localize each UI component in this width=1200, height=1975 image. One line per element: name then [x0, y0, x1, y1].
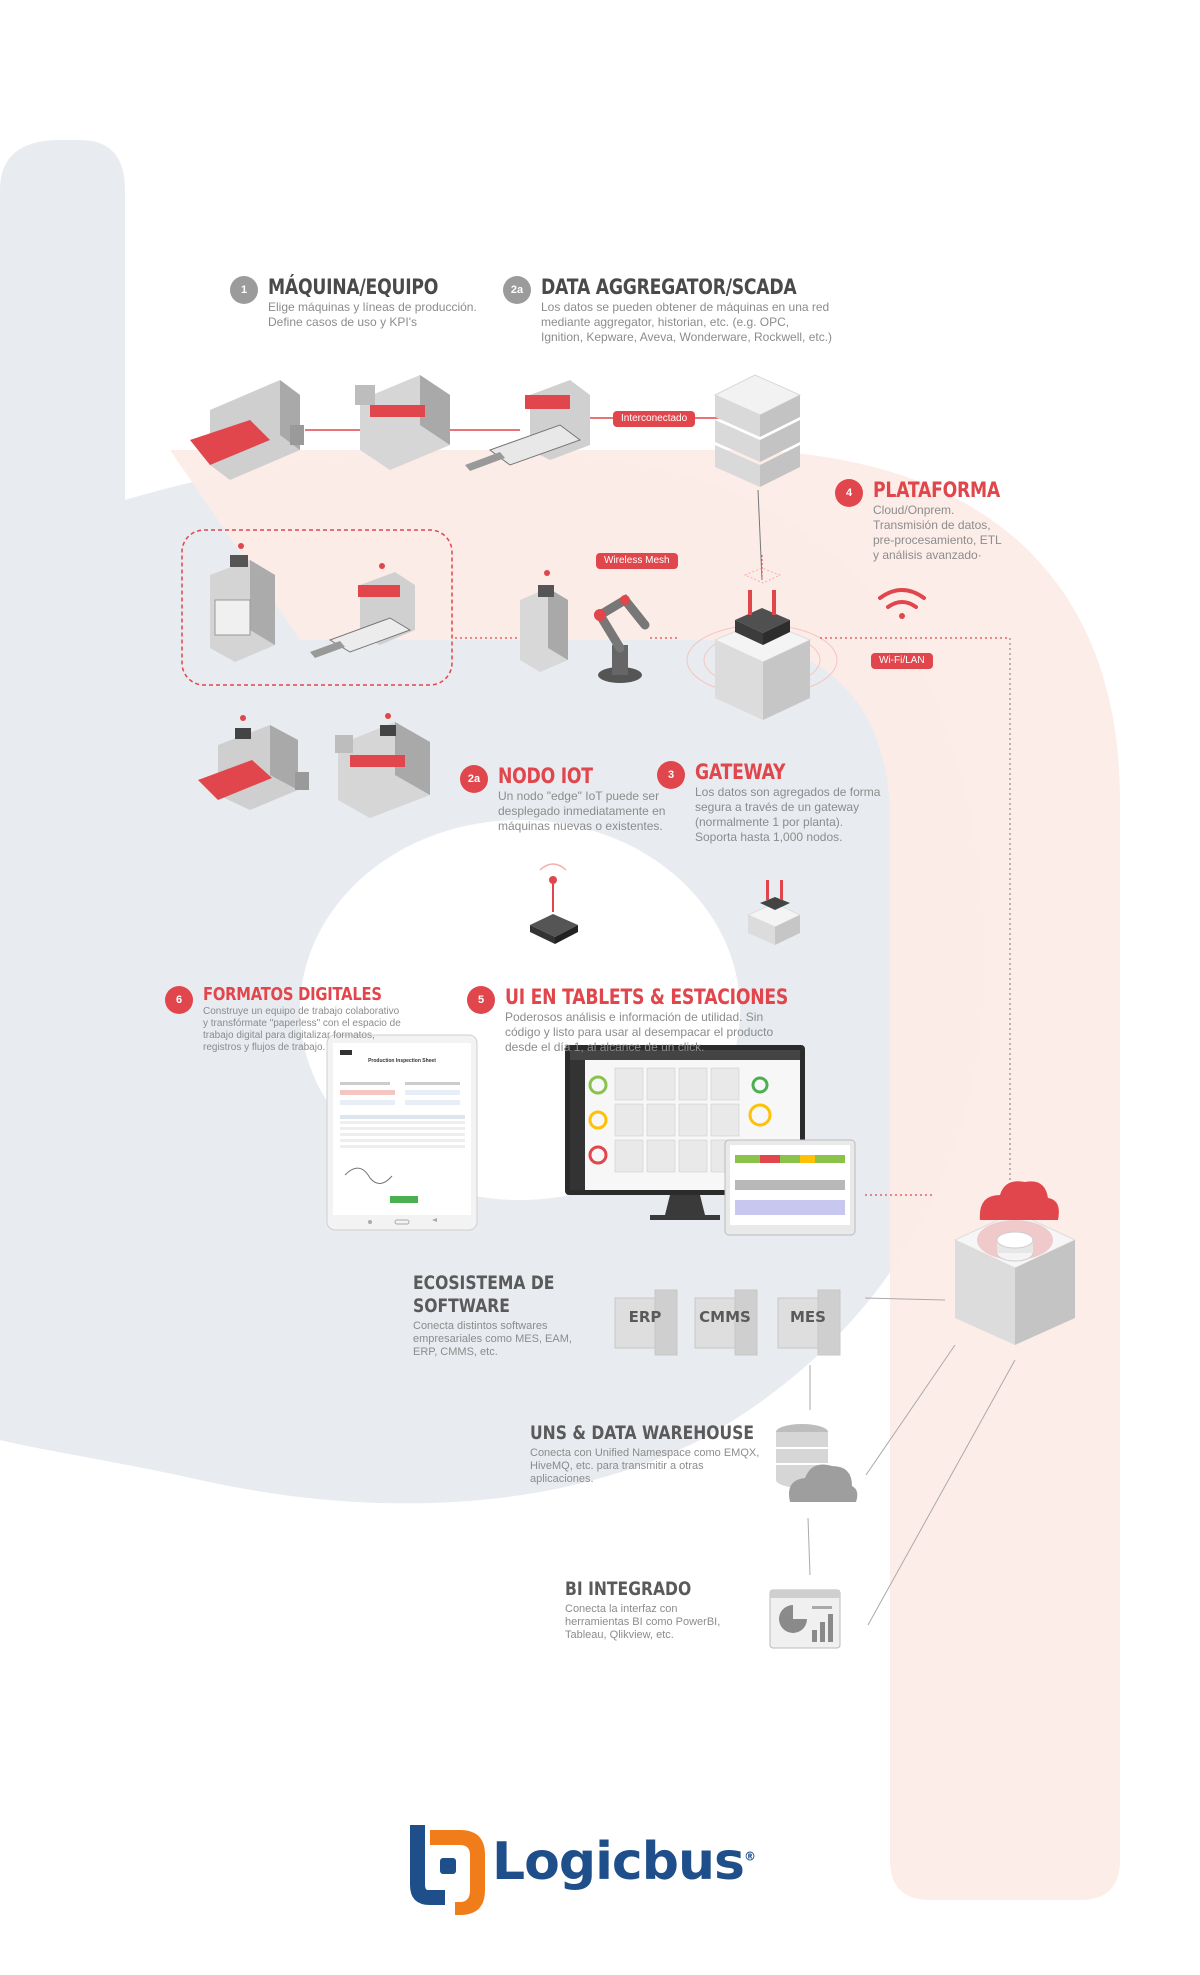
press-machine-1 [190, 380, 304, 480]
step-number-badge: 3 [657, 761, 685, 789]
cloud-platform-box [953, 1181, 1077, 1345]
interconectado-label: Interconectado [613, 411, 696, 427]
small-gateway-device [746, 880, 802, 945]
step-description: Cloud/Onprem.Transmisión de datos,pre-pr… [873, 503, 1002, 562]
software-to-cloud-line [864, 1297, 946, 1301]
step-ui: 5 UI EN TABLETS & ESTACIONES Poderosos a… [467, 985, 850, 1055]
uns-to-cloud-line [865, 1344, 956, 1476]
section-title: UNS & DATA WAREHOUSE [530, 1422, 755, 1444]
step-number-badge: 2a [460, 765, 488, 793]
step-title: FORMATOS DIGITALES [203, 984, 382, 1005]
pink-band-background [170, 450, 1120, 1900]
wireless-mesh-label: Wireless Mesh [596, 553, 678, 569]
step-description: Elige máquinas y líneas de producción.De… [268, 300, 477, 329]
step-description: Los datos se pueden obtener de máquinas … [541, 300, 833, 344]
tablet-device [326, 1034, 478, 1231]
step-gateway: 3 GATEWAY Los datos son agregados de for… [657, 760, 880, 845]
section-description: Conecta con Unified Namespace como EMQX,… [530, 1447, 760, 1485]
database-icon [776, 1424, 858, 1502]
iot-cabinet [520, 570, 568, 672]
server-to-gateway-line [757, 489, 763, 581]
software-servers [614, 1289, 841, 1356]
step-title: DATA AGGREGATOR/SCADA [541, 275, 797, 299]
registered-mark: ® [743, 1849, 756, 1864]
step-formatos: 6 FORMATOS DIGITALES Construye un equipo… [165, 985, 421, 1054]
cmms-label: CMMS [699, 1308, 751, 1326]
section-uns: UNS & DATA WAREHOUSE Conecta con Unified… [530, 1422, 803, 1486]
conveyor-machine [465, 380, 590, 471]
press-machine-5 [335, 713, 430, 818]
step-aggregator: 2a DATA AGGREGATOR/SCADA Los datos se pu… [503, 275, 853, 345]
step-title: PLATAFORMA [873, 478, 1000, 502]
bi-to-cloud-line [867, 1359, 1016, 1626]
press-machine-2 [355, 375, 450, 470]
logicbus-wordmark: Logicbus® [492, 1832, 756, 1892]
wireless-group-frame [181, 529, 453, 686]
press-machine-4 [198, 715, 309, 810]
press-machine-3 [210, 543, 275, 662]
step-number-badge: 2a [503, 276, 531, 304]
step-number-badge: 5 [467, 986, 495, 1014]
step-description: Poderosos análisis e información de util… [505, 1010, 774, 1054]
wifi-lan-label: Wi-Fi/LAN [871, 653, 933, 669]
robot-arm [593, 594, 650, 683]
step-number-badge: 1 [230, 276, 258, 304]
erp-label: ERP [628, 1308, 662, 1326]
step-title: MÁQUINA/EQUIPO [268, 275, 439, 299]
mes-label: MES [790, 1308, 826, 1326]
step-number-badge: 4 [835, 479, 863, 507]
dashboard-monitor [565, 1045, 856, 1236]
wifi-icon [878, 588, 926, 619]
step-maquina: 1 MÁQUINA/EQUIPO Elige máquinas y líneas… [230, 275, 477, 330]
section-title: BI INTEGRADO [565, 1578, 692, 1600]
uns-to-bi-line [807, 1517, 811, 1576]
tablet-sheet-title: Production Inspection Sheet [368, 1058, 436, 1064]
step-description: Construye un equipo de trabajo colaborat… [203, 1006, 401, 1053]
iot-node-device [517, 844, 593, 944]
conveyor-machine-2 [310, 563, 415, 658]
bi-dashboard-icon [769, 1589, 841, 1649]
step-number-badge: 6 [165, 986, 193, 1014]
step-title: UI EN TABLETS & ESTACIONES [505, 985, 789, 1009]
server-stack [713, 374, 802, 487]
logicbus-logo-mark [410, 1825, 485, 1915]
step-plataforma: 4 PLATAFORMA Cloud/Onprem.Transmisión de… [835, 478, 1028, 563]
step-nodo-iot: 2a NODO IOT Un nodo "edge" IoT puede ser… [460, 764, 665, 834]
step-title: GATEWAY [695, 760, 786, 784]
gateway-box [686, 555, 838, 720]
step-title: NODO IOT [498, 764, 593, 788]
